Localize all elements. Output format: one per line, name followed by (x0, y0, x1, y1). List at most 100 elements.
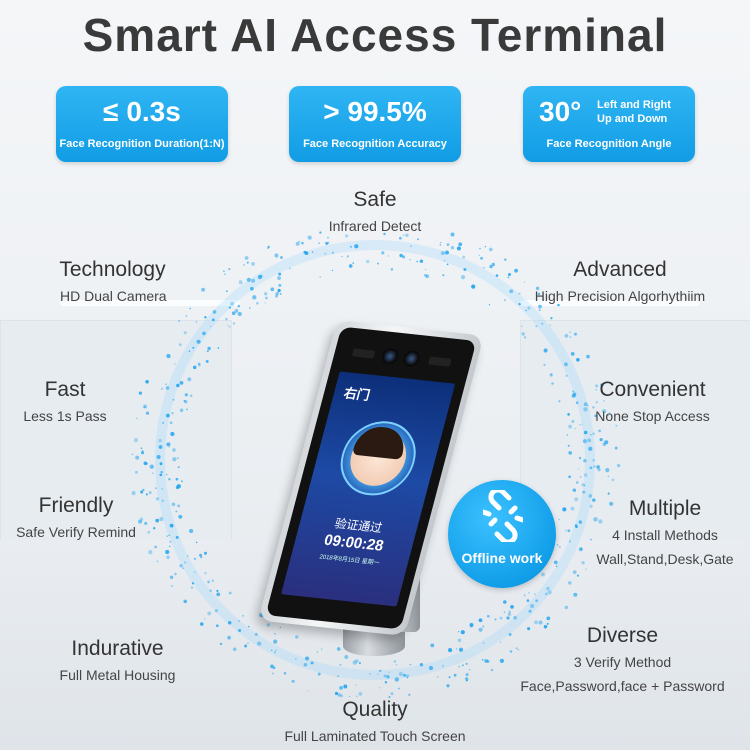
particle-dot (611, 478, 615, 482)
particle-dot (256, 301, 259, 305)
particle-dot (145, 411, 150, 415)
particle-dot (280, 256, 283, 259)
particle-dot (441, 664, 445, 667)
particle-dot (450, 232, 455, 237)
particle-dot (409, 663, 412, 666)
particle-dot (202, 331, 206, 336)
feature-multiple: Multiple 4 Install Methods Wall,Stand,De… (585, 497, 745, 567)
particle-dot (609, 501, 614, 506)
particle-dot (469, 669, 471, 671)
particle-dot (166, 442, 171, 447)
particle-dot (159, 462, 163, 466)
particle-dot (590, 434, 592, 436)
ir-sensor-icon (428, 356, 452, 367)
background-window (0, 320, 232, 542)
particle-dot (274, 253, 279, 258)
particle-dot (460, 274, 466, 280)
particle-dot (192, 346, 195, 349)
particle-dot (453, 673, 457, 677)
particle-dot (277, 288, 281, 293)
particle-dot (573, 592, 578, 597)
particle-dot (275, 649, 277, 651)
particle-dot (148, 491, 152, 495)
particle-dot (227, 635, 231, 640)
particle-dot (535, 599, 539, 603)
particle-dot (402, 255, 406, 259)
particle-dot (543, 363, 546, 367)
particle-dot (165, 549, 170, 555)
camera-icon (401, 349, 422, 368)
particle-dot (417, 238, 419, 241)
particle-dot (607, 475, 610, 478)
particle-dot (341, 255, 343, 258)
particle-dot (556, 544, 559, 546)
particle-dot (569, 540, 571, 543)
particle-dot (175, 477, 179, 481)
particle-dot (605, 467, 610, 473)
particle-dot (172, 457, 177, 462)
feature-quality: Quality Full Laminated Touch Screen (270, 698, 480, 744)
particle-dot (238, 280, 243, 285)
particle-dot (565, 374, 568, 378)
ir-sensor-icon (351, 348, 376, 359)
particle-dot (425, 274, 430, 279)
particle-dot (455, 648, 458, 650)
particle-dot (529, 603, 535, 609)
particle-dot (325, 241, 329, 245)
particle-dot (439, 243, 442, 246)
particle-dot (211, 579, 215, 583)
particle-dot (484, 246, 487, 248)
particle-dot (462, 255, 466, 259)
particle-dot (232, 322, 236, 325)
particle-dot (568, 451, 573, 455)
particle-dot (590, 538, 592, 541)
particle-dot (507, 272, 512, 277)
particle-dot (463, 267, 467, 272)
particle-dot (513, 615, 517, 620)
particle-dot (133, 437, 139, 443)
particle-dot (171, 412, 174, 415)
particle-dot (388, 696, 391, 698)
particle-dot (172, 448, 176, 452)
particle-dot (264, 292, 268, 296)
particle-dot (175, 485, 180, 490)
particle-dot (224, 273, 226, 275)
particle-dot (159, 473, 163, 477)
particle-dot (568, 424, 573, 429)
particle-dot (318, 242, 320, 244)
particle-dot (521, 325, 523, 328)
particle-dot (160, 470, 163, 474)
particle-dot (166, 535, 168, 537)
particle-dot (227, 621, 232, 625)
particle-dot (183, 331, 187, 335)
particle-dot (171, 502, 176, 507)
particle-dot (295, 635, 299, 639)
particle-dot (138, 391, 143, 395)
particle-dot (499, 641, 502, 643)
particle-dot (346, 255, 349, 258)
particle-dot (201, 287, 206, 292)
particle-dot (416, 260, 418, 263)
particle-dot (188, 350, 191, 352)
feature-sub: 4 Install Methods (612, 527, 718, 543)
particle-dot (316, 651, 318, 653)
particle-dot (543, 348, 548, 353)
particle-dot (177, 457, 179, 459)
particle-dot (160, 387, 164, 390)
particle-dot (450, 246, 455, 250)
particle-dot (478, 627, 483, 632)
particle-dot (355, 695, 358, 698)
particle-dot (464, 677, 469, 681)
particle-dot (506, 616, 510, 620)
particle-dot (264, 302, 266, 304)
particle-dot (228, 326, 231, 328)
particle-dot (168, 478, 171, 481)
particle-dot (408, 693, 411, 696)
feature-heading: Diverse (586, 624, 659, 647)
glow-ring (155, 240, 595, 680)
particle-dot (576, 357, 580, 362)
feature-convenient: Convenient None Stop Access (580, 378, 725, 424)
particle-dot (538, 309, 541, 311)
particle-dot (617, 464, 621, 468)
particle-dot (168, 545, 171, 548)
